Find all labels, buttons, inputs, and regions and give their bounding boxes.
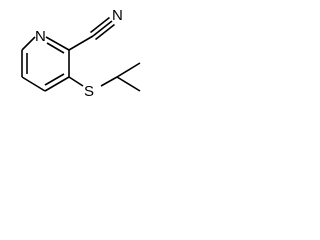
sulfur-label: S — [84, 83, 94, 100]
nitrile-nitrogen-label: N — [112, 7, 123, 24]
bond-c2-cn — [68, 35, 94, 51]
bond-c6-n1 — [21, 36, 36, 51]
bond-ch-methyl-right — [116, 76, 141, 92]
bond-ch-methyl-top — [116, 62, 141, 78]
bond-s-ch — [100, 76, 118, 87]
nitrile-group — [68, 16, 115, 51]
bond-c3-c4 — [44, 76, 70, 92]
triple-bond-line-1 — [92, 20, 113, 37]
structure-canvas: N N S — [0, 0, 182, 118]
molecule-structure: N N S — [21, 7, 141, 100]
triple-bond-line-2 — [90, 16, 110, 34]
bond-c3-s — [68, 76, 84, 87]
pyridine-ring — [21, 36, 70, 92]
bond-n1-c2 — [45, 36, 70, 51]
ring-nitrogen-label: N — [35, 28, 46, 45]
double-bond-n1-c2-inner — [46, 42, 65, 54]
isopropylthio-group — [68, 62, 141, 92]
double-bond-c3-c4-inner — [44, 73, 65, 86]
bond-c4-c5 — [21, 76, 46, 92]
triple-bond-line-3 — [95, 23, 115, 41]
